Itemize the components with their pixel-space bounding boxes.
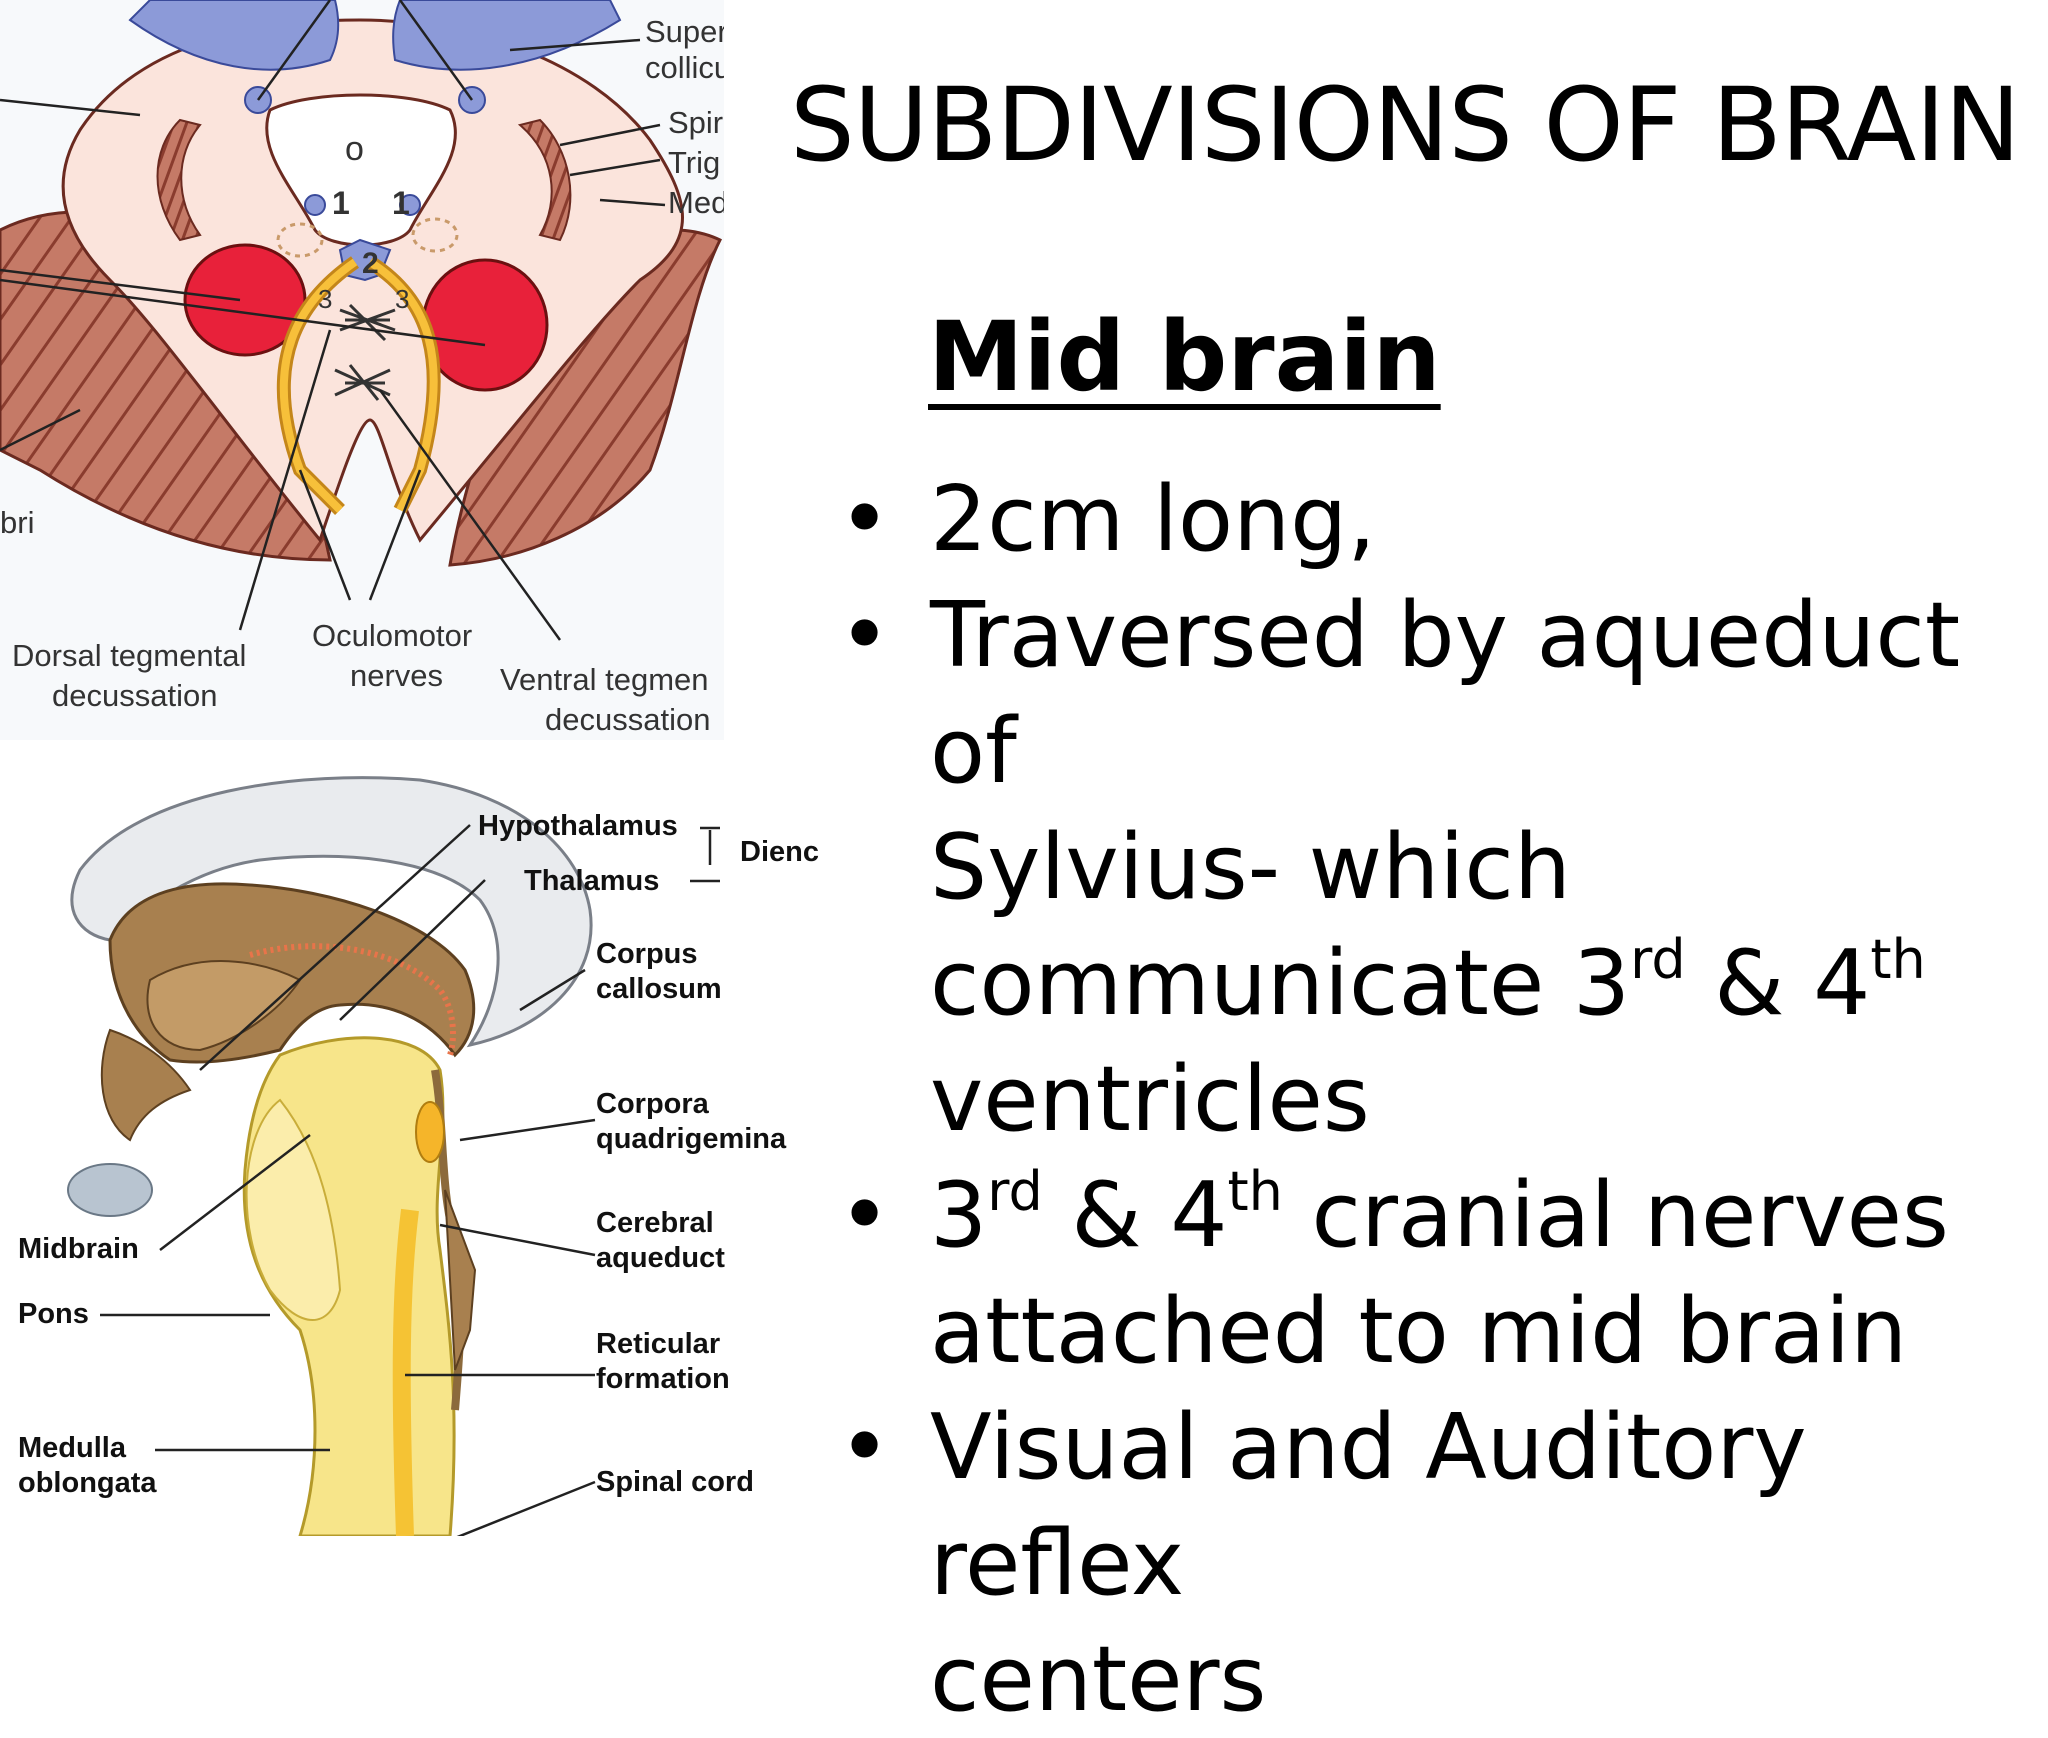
label-reticular-2: formation xyxy=(596,1363,730,1395)
label-corpora-1: Corpora xyxy=(596,1088,709,1120)
cross-section-drawing xyxy=(0,0,724,740)
bullet-line: communicate 3 xyxy=(930,931,1631,1036)
label-trigeminal: Trig xyxy=(668,145,721,180)
label-medial: Med xyxy=(668,185,724,220)
label-thalamus: Thalamus xyxy=(524,865,660,897)
label-reticular-1: Reticular xyxy=(596,1328,721,1360)
label-ventral-1: Ventral tegmen xyxy=(500,662,709,697)
label-hypothalamus: Hypothalamus xyxy=(478,810,678,842)
bullet-list: • 2cm long, • Traversed by aqueduct of S… xyxy=(838,462,2038,1738)
red-nucleus-right xyxy=(421,258,549,392)
bullet-item: • Traversed by aqueduct of Sylvius- whic… xyxy=(838,578,2038,1158)
bullet-dot-icon: • xyxy=(838,467,892,572)
oculomotor-nucleus xyxy=(399,194,421,216)
bullet-text: & 4 xyxy=(1042,1163,1228,1268)
nucleus-dashed xyxy=(276,222,324,258)
label-leader-lines xyxy=(0,0,666,641)
pons-shape xyxy=(245,1098,342,1321)
label-cerebral-1: Cerebral xyxy=(596,1207,714,1239)
bullet-line: ventricles xyxy=(930,1047,1370,1152)
sagittal-drawing xyxy=(0,770,840,1536)
label-corpora-2: quadrigemina xyxy=(596,1123,787,1155)
sagittal-leader-lines xyxy=(100,824,720,1536)
label-ventral-2: decussation xyxy=(545,702,711,737)
bullet-item: • Visual and Auditory reflex centers xyxy=(838,1390,2038,1738)
label-num-1a: 1 xyxy=(332,185,350,221)
label-corpus-1: Corpus xyxy=(596,938,698,970)
label-medulla-1: Medulla xyxy=(18,1432,126,1464)
bullet-line: Sylvius- which xyxy=(930,815,1571,920)
label-dorsal-1: Dorsal tegmental xyxy=(12,638,247,673)
superscript: th xyxy=(1870,928,1926,991)
lemniscus-left xyxy=(156,118,202,242)
bullet-dot-icon: • xyxy=(838,583,892,688)
superscript: rd xyxy=(987,1160,1043,1223)
bullet-line: Visual and Auditory reflex xyxy=(930,1395,1807,1616)
label-num-2: 2 xyxy=(362,247,379,280)
label-num-1b: 1 xyxy=(392,185,410,221)
label-num-3b: 3 xyxy=(395,284,410,314)
bullet-dot-icon: • xyxy=(838,1395,892,1500)
label-aqueduct-marker: o xyxy=(345,130,364,168)
label-medulla-2: oblongata xyxy=(18,1467,157,1499)
label-spinal-cord: Spinal cord xyxy=(596,1466,754,1498)
nucleus-dashed xyxy=(411,217,459,253)
pituitary xyxy=(67,1163,153,1217)
tectum-left xyxy=(128,0,340,71)
label-cerebral-2: aqueduct xyxy=(596,1242,725,1274)
bullet-text: 3 xyxy=(930,1163,988,1268)
sagittal-brainstem-figure: Hypothalamus Thalamus Dienc Corpus callo… xyxy=(0,770,840,1536)
lemniscus-right xyxy=(517,118,572,242)
reticular-formation-shape xyxy=(392,1208,419,1536)
oculomotor-nucleus xyxy=(304,194,326,216)
corpora-quadrigemina-shape xyxy=(415,1101,445,1163)
label-cerebri: bri xyxy=(0,505,35,540)
bullet-text: 2cm long, xyxy=(930,467,1376,572)
label-dorsal-2: decussation xyxy=(52,678,218,713)
label-corpus-2: callosum xyxy=(596,973,722,1005)
superscript: th xyxy=(1227,1160,1283,1223)
bullet-line: & 4 xyxy=(1685,931,1871,1036)
superscript: rd xyxy=(1630,928,1686,991)
bullet-item: • 3rd & 4th cranial nerves attached to m… xyxy=(838,1158,2038,1390)
label-spinal: Spir xyxy=(668,105,724,140)
bullet-dot-icon: • xyxy=(838,1163,892,1268)
label-oculomotor-1: Oculomotor xyxy=(312,618,473,653)
bullet-line: attached to mid brain xyxy=(930,1279,1908,1384)
slide-subtitle: Mid brain xyxy=(928,301,1441,413)
bullet-line: Traversed by aqueduct of xyxy=(930,583,1961,804)
label-oculomotor-2: nerves xyxy=(350,658,444,693)
label-superior-colliculus-2: collicu xyxy=(645,50,724,85)
label-midbrain: Midbrain xyxy=(18,1233,139,1265)
label-diencephalon: Dienc xyxy=(740,836,819,868)
tectum-right xyxy=(392,0,622,71)
label-superior-colliculus-1: Super xyxy=(645,14,724,49)
midbrain-cross-section-figure: Super collicu Spir Trig Med o 1 1 2 3 3 … xyxy=(0,0,724,740)
bullet-item: • 2cm long, xyxy=(838,462,2038,578)
slide-title: SUBDIVISIONS OF BRAIN xyxy=(790,66,2021,185)
label-num-3a: 3 xyxy=(318,284,333,314)
label-pons: Pons xyxy=(18,1298,89,1330)
bullet-text: cranial nerves xyxy=(1282,1163,1949,1268)
bullet-line: centers xyxy=(930,1627,1267,1732)
